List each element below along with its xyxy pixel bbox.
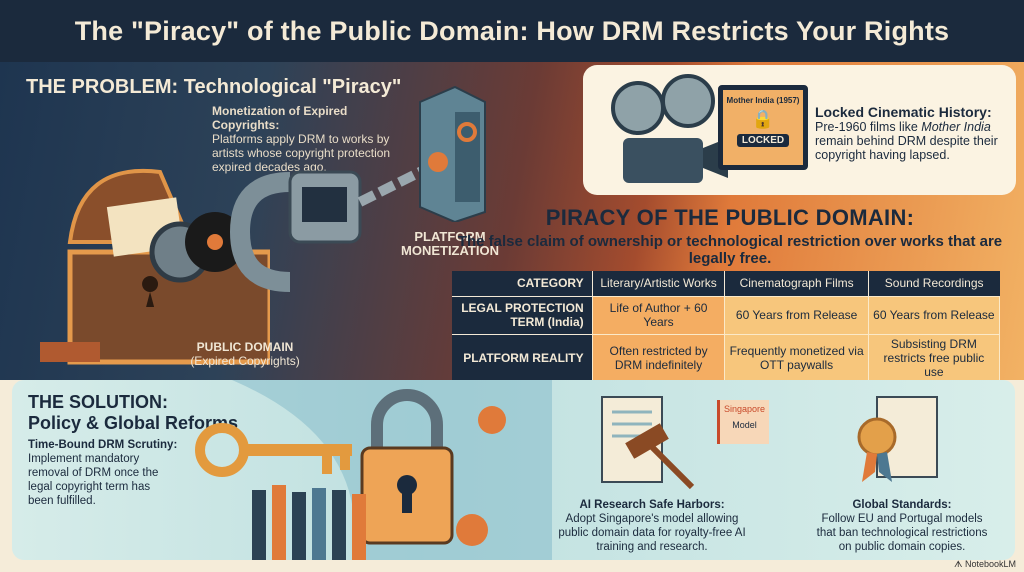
solution-item-drm-scrutiny: Time-Bound DRM Scrutiny: Implement manda… (28, 438, 178, 508)
public-domain-sub: (Expired Copyrights) (190, 354, 300, 368)
public-domain-label: PUBLIC DOMAIN (Expired Copyrights) (185, 340, 305, 368)
solution-item-text: Adopt Singapore's model allowing public … (558, 513, 746, 553)
table-row: LEGAL PROTECTION TERM (India) Life of Au… (452, 295, 1001, 334)
solution-item-title: AI Research Safe Harbors: (579, 499, 725, 511)
table-header: Sound Recordings (868, 271, 1000, 296)
solution-heading: THE SOLUTION: Policy & Global Reforms (28, 392, 238, 434)
row-label: PLATFORM REALITY (452, 333, 593, 381)
solution-item-ai-safe-harbors: AI Research Safe Harbors: Adopt Singapor… (552, 498, 752, 554)
page-title: The "Piracy" of the Public Domain: How D… (74, 15, 950, 46)
table-header: Literary/Artistic Works (592, 271, 726, 296)
solution-heading-line1: THE SOLUTION: (28, 392, 168, 412)
table-header-row: CATEGORY Literary/Artistic Works Cinemat… (452, 271, 1000, 296)
notebooklm-logo-icon: ᗑ (953, 559, 965, 569)
piracy-heading-block: PIRACY OF THE PUBLIC DOMAIN: The false c… (450, 205, 1010, 267)
table-header: CATEGORY (452, 271, 593, 296)
solution-heading-line2: Policy & Global Reforms (28, 413, 239, 433)
monetization-body: Platforms apply DRM to works by artists … (212, 132, 391, 174)
solution-item-title: Time-Bound DRM Scrutiny: (28, 439, 178, 451)
flag-line1: Singapore (723, 404, 766, 414)
cinema-text-prefix: Pre-1960 films like (815, 120, 922, 134)
solution-item-text: Implement mandatory removal of DRM once … (28, 453, 159, 507)
problem-heading: THE PROBLEM: Technological "Piracy" (26, 76, 402, 98)
platform-monetization-label: PLATFORM MONETIZATION (401, 229, 499, 258)
notebooklm-watermark: ᗑ NotebookLM (954, 559, 1016, 570)
monetization-text: Monetization of Expired Copyrights: Plat… (212, 104, 412, 174)
certificate-medal-icon (857, 396, 938, 482)
table-header: Cinematograph Films (724, 271, 869, 296)
piracy-subheading: The false claim of ownership or technolo… (457, 233, 1003, 267)
cinema-card: Mother India (1957) 🔒 LOCKED Locked Cine… (583, 65, 1016, 195)
solution-section: THE SOLUTION: Policy & Global Reforms Ti… (12, 380, 1015, 560)
title-bar: The "Piracy" of the Public Domain: How D… (0, 0, 1024, 62)
locked-badge: LOCKED (736, 134, 790, 147)
cinema-text-suffix: remain behind DRM despite their copyrigh… (815, 134, 998, 162)
footer-text: NotebookLM (964, 559, 1016, 569)
cinema-text-italic: Mother India (921, 120, 991, 134)
table-cell: 60 Years from Release (724, 295, 869, 334)
table-row: PLATFORM REALITY Often restricted by DRM… (452, 333, 1001, 381)
table-cell: Often restricted by DRM indefinitely (592, 333, 726, 381)
singapore-flag: Singapore Model (717, 400, 769, 444)
film-poster: Mother India (1957) 🔒 LOCKED (718, 85, 808, 170)
treasure-chest-icon (40, 168, 270, 365)
table-cell: 60 Years from Release (868, 295, 1001, 334)
cinema-text: Locked Cinematic History: Pre-1960 films… (815, 105, 1015, 162)
piracy-heading: PIRACY OF THE PUBLIC DOMAIN: (545, 205, 915, 230)
solution-item-global-standards: Global Standards: Follow EU and Portugal… (812, 498, 992, 554)
key-padlock-crowd-illustration (195, 380, 552, 560)
server-icon (419, 85, 486, 222)
cinema-title: Locked Cinematic History: (815, 104, 992, 120)
table-cell: Life of Author + 60 Years (592, 295, 726, 334)
protection-table: CATEGORY Literary/Artistic Works Cinemat… (452, 271, 1001, 381)
flag-line2: Model (732, 420, 757, 430)
gavel-scroll-icon (601, 396, 695, 490)
film-title: Mother India (1957) (726, 96, 800, 105)
public-domain-title: PUBLIC DOMAIN (196, 340, 294, 354)
film-projector-icon (611, 74, 728, 183)
table-cell: Frequently monetized via OTT paywalls (724, 333, 869, 381)
solution-item-title: Global Standards: (852, 499, 952, 511)
row-label: LEGAL PROTECTION TERM (India) (452, 295, 593, 334)
monetization-title: Monetization of Expired Copyrights: (212, 104, 348, 132)
table-cell: Subsisting DRM restricts free public use (868, 333, 1001, 381)
lock-icon: 🔒 (751, 109, 775, 129)
solution-item-text: Follow EU and Portugal models that ban t… (816, 513, 988, 553)
